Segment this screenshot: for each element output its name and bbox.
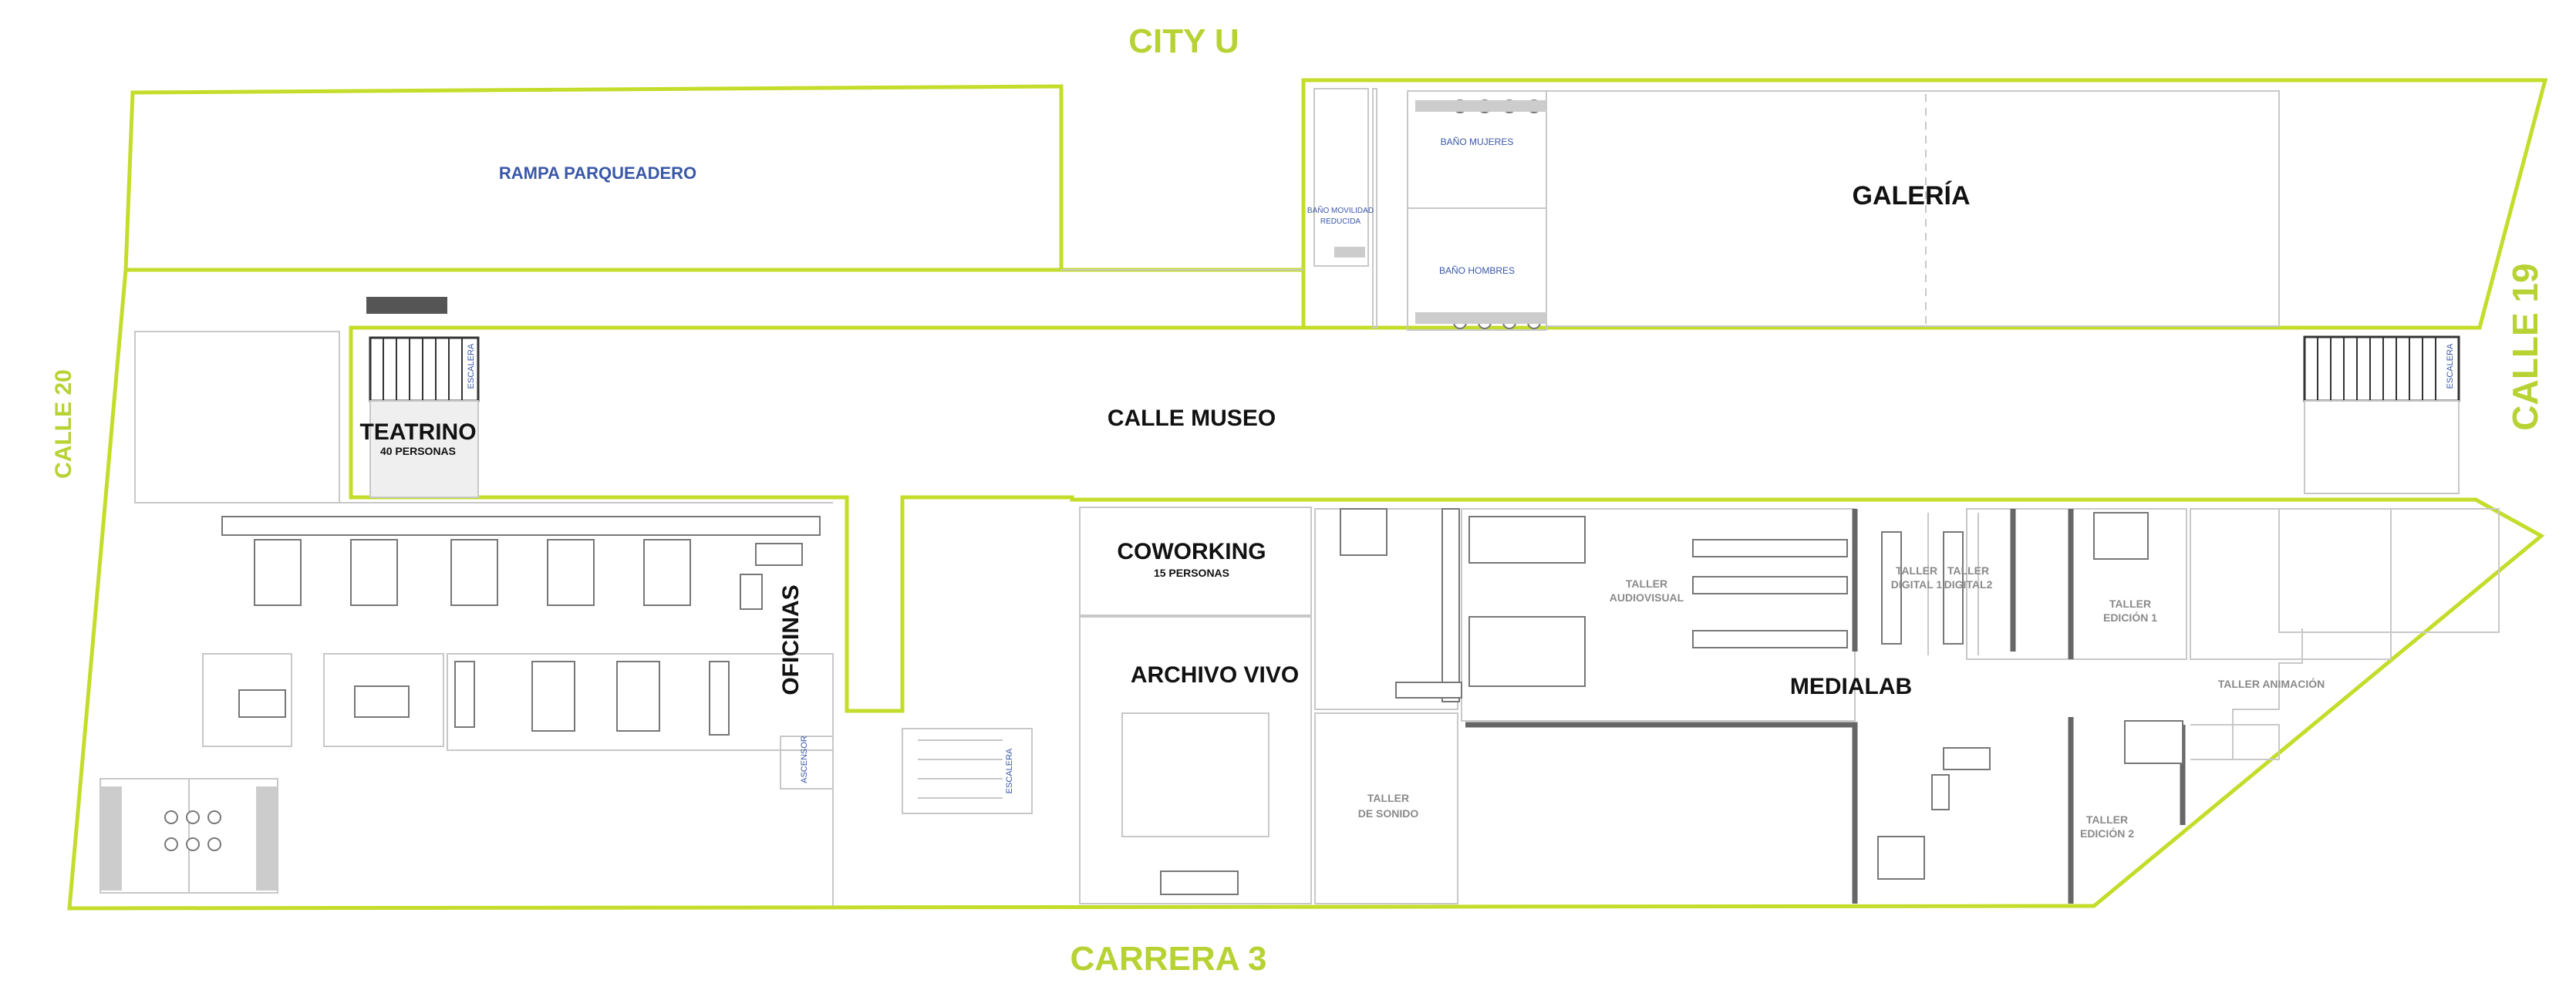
room-label-galeria: GALERÍA (1853, 181, 1971, 210)
room-label-bano-mujeres: BAÑO MUJERES (1441, 136, 1514, 147)
room-label-coworking-capacity: 15 PERSONAS (1154, 567, 1229, 579)
room-label-taller-digital2-1: TALLER (1947, 564, 1989, 577)
room-label-calle-museo: CALLE MUSEO (1108, 406, 1276, 431)
room-label-taller-edicion1-1: TALLER (2109, 598, 2151, 610)
room-label-ascensor: ASCENSOR (800, 736, 809, 783)
room-label-taller-audiovisual-1: TALLER (1626, 578, 1667, 590)
room-label-bano-movilidad-2: REDUCIDA (1320, 217, 1361, 226)
room-label-taller-sonido-1: TALLER (1367, 792, 1409, 804)
room-label-teatrino-capacity: 40 PERSONAS (380, 445, 456, 457)
room-label-taller-edicion2-1: TALLER (2086, 813, 2128, 826)
room-label-taller-sonido-2: DE SONIDO (1358, 807, 1419, 820)
room-label-taller-audiovisual-2: AUDIOVISUAL (1610, 591, 1684, 604)
room-label-escalera-teatrino: ESCALERA (467, 343, 476, 389)
room-label-taller-animacion: TALLER ANIMACIÓN (2218, 677, 2325, 690)
room-label-taller-digital1-2: DIGITAL 1 (1891, 578, 1943, 591)
room-label-taller-edicion2-2: EDICIÓN 2 (2080, 827, 2134, 840)
room-label-escalera-sur: ESCALERA (1005, 748, 1014, 793)
room-label-teatrino: TEATRINO (359, 419, 476, 445)
room-label-bano-hombres: BAÑO HOMBRES (1439, 265, 1515, 276)
furniture (100, 99, 2183, 895)
room-label-rampa: RAMPA PARQUEADERO (499, 163, 696, 183)
room-label-archivo-vivo: ARCHIVO VIVO (1131, 662, 1299, 688)
street-label-north: CITY U (1128, 22, 1239, 60)
room-label-bano-movilidad-1: BAÑO MOVILIDAD (1307, 205, 1374, 215)
room-label-coworking: COWORKING (1117, 539, 1266, 564)
street-label-south: CARRERA 3 (1070, 940, 1266, 978)
stairs (366, 297, 2460, 799)
room-label-medialab: MEDIALAB (1790, 674, 1912, 699)
main-outline (67, 268, 2545, 911)
room-label-taller-digital2-2: DIGITAL2 (1944, 578, 1993, 591)
inner-walls (99, 88, 2500, 906)
north-east-outline (1301, 78, 2548, 330)
street-label-west: CALLE 20 (51, 369, 76, 479)
street-label-east: CALLE 19 (2505, 263, 2545, 430)
room-label-taller-edicion1-2: EDICIÓN 1 (2103, 611, 2157, 624)
room-label-taller-digital1-1: TALLER (1896, 564, 1937, 577)
room-label-escalera-este: ESCALERA (2446, 343, 2455, 389)
room-label-oficinas: OFICINAS (778, 584, 804, 695)
